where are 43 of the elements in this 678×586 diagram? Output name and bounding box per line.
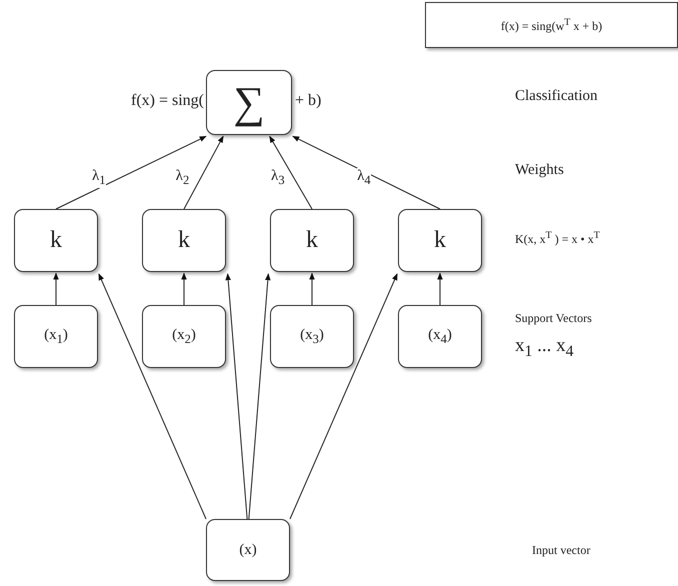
summation-box [206,70,292,135]
node-text: k [306,227,318,254]
kernel-box [270,209,354,272]
arrow [309,272,315,306]
arrow [184,136,224,210]
arrow [269,136,312,210]
formula-text: f(x) = sing( [130,92,204,110]
arrow [225,273,248,520]
formula-text: K(x, x$^{T}$ ) = x • x$^{T}$ [515,230,600,247]
formula-text: + b) [295,92,322,110]
node-text: k [50,227,62,254]
arrow [248,273,271,520]
kernel-box [398,209,482,272]
node-text: ∑ [233,80,265,124]
kernel-box [14,209,98,272]
kernel-box [142,209,226,272]
node-text: (x$_{3}$) [300,326,324,346]
node-text: k [434,227,446,254]
node-text: (x$_{4}$) [428,326,452,346]
row-label: Classification [515,88,598,105]
node-text: f(x) = sing(w$^{T}$ x + b) [500,16,602,34]
arrow [437,272,443,306]
arrow [290,273,398,520]
arrow [56,136,207,210]
support-vector-box [270,305,354,368]
row-label: Support Vectors [515,311,592,326]
node-text: k [178,227,190,254]
arrow [98,273,206,520]
row-label: Input vector [532,543,590,558]
support-vector-box [398,305,482,368]
support-vector-box [142,305,226,368]
support-vector-box [14,305,98,368]
node-text: (x$_{1}$) [44,326,68,346]
input-box [206,519,290,581]
row-label: x$_{1}$ ... x$_{4}$ [515,335,574,361]
formula-box [425,2,678,48]
row-label: Weights [515,162,564,179]
arrow [292,136,440,210]
edge-label: λ$_{1}$ [92,168,106,188]
arrow [181,272,187,306]
node-text: (x$_{2}$) [172,326,196,346]
node-text: (x) [239,542,257,558]
arrow [53,272,59,306]
